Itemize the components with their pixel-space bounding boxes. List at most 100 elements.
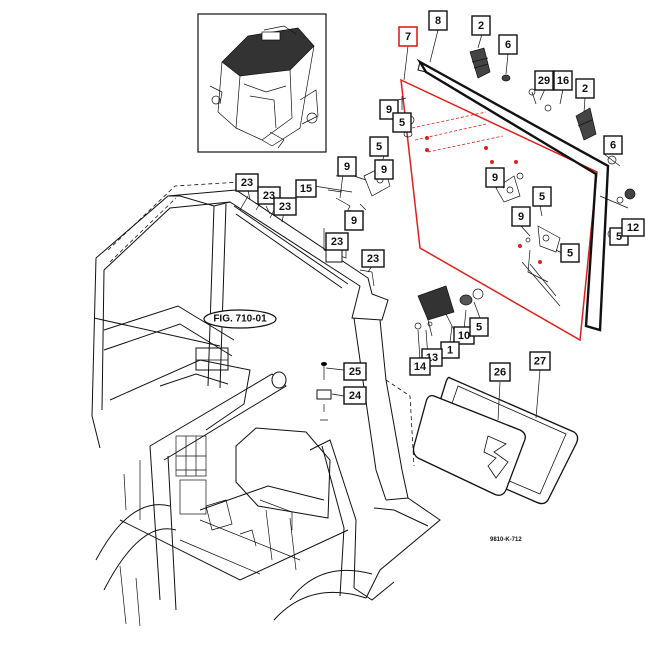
callout-box xyxy=(337,156,357,177)
callout-box xyxy=(553,70,573,91)
callout-part-27[interactable]: 27 xyxy=(529,351,551,371)
cab-frame xyxy=(91,181,441,627)
callout-label: 5 xyxy=(399,117,405,129)
callout-part-1[interactable]: 1 xyxy=(440,341,460,359)
callout-part-12[interactable]: 12 xyxy=(621,218,645,237)
callout-box xyxy=(428,10,448,31)
rear-glass-panel-highlight xyxy=(400,78,598,342)
callout-box xyxy=(369,136,389,157)
callout-label: 15 xyxy=(300,183,312,195)
callout-part-6[interactable]: 6 xyxy=(603,135,623,155)
callout-box xyxy=(392,112,412,133)
callout-box xyxy=(534,70,554,91)
drawing-code: 9810-K-712 xyxy=(490,537,522,543)
callout-label: 23 xyxy=(367,253,379,265)
callout-label: 9 xyxy=(351,215,357,227)
callout-part-23[interactable]: 23 xyxy=(235,173,259,192)
callout-part-23[interactable]: 23 xyxy=(325,232,349,251)
callout-part-23[interactable]: 23 xyxy=(361,249,385,268)
callout-box xyxy=(398,26,418,47)
callout-box xyxy=(529,351,551,371)
callout-box xyxy=(295,179,317,198)
callout-box xyxy=(469,317,489,337)
callout-label: 29 xyxy=(538,75,550,87)
callout-box xyxy=(489,362,511,382)
callout-box xyxy=(485,167,505,188)
callout-label: 23 xyxy=(279,201,291,213)
callout-part-26[interactable]: 26 xyxy=(489,362,511,382)
callout-label: 25 xyxy=(349,366,361,378)
callout-box xyxy=(343,362,367,381)
callout-label: 5 xyxy=(616,231,622,243)
callout-label: 10 xyxy=(458,330,470,342)
callout-part-23[interactable]: 23 xyxy=(273,197,297,216)
hinge-hardware xyxy=(313,47,636,337)
callout-label: 26 xyxy=(494,367,506,379)
callout-label: 7 xyxy=(405,31,411,43)
callout-label: 23 xyxy=(263,190,275,202)
callout-label: 9 xyxy=(386,104,392,116)
inset-overview xyxy=(197,13,327,153)
callout-part-9[interactable]: 9 xyxy=(337,156,357,177)
callout-label: 5 xyxy=(539,191,545,203)
callout-part-25[interactable]: 25 xyxy=(343,362,367,381)
callout-box xyxy=(511,206,531,227)
callout-label: 9 xyxy=(344,161,350,173)
callout-part-24[interactable]: 24 xyxy=(343,386,367,405)
callout-label: 5 xyxy=(476,322,482,334)
callout-part-29[interactable]: 29 xyxy=(534,70,554,91)
callout-part-5[interactable]: 5 xyxy=(469,317,489,337)
callout-label: 9 xyxy=(492,172,498,184)
callout-label: 9 xyxy=(381,164,387,176)
callout-box xyxy=(471,15,491,36)
callout-box xyxy=(273,197,297,216)
callout-part-7[interactable]: 7 xyxy=(398,26,418,47)
callout-label: 2 xyxy=(582,83,588,95)
callout-label: 6 xyxy=(505,39,511,51)
callout-part-9[interactable]: 9 xyxy=(511,206,531,227)
callout-box xyxy=(325,232,349,251)
callout-box xyxy=(603,135,623,155)
callout-label: 12 xyxy=(627,222,639,234)
callout-part-9[interactable]: 9 xyxy=(344,210,364,231)
window-glass-26-27 xyxy=(412,376,579,505)
callout-label: 2 xyxy=(478,20,484,32)
callout-box xyxy=(361,249,385,268)
callout-label: 1 xyxy=(447,345,453,357)
callout-part-9[interactable]: 9 xyxy=(485,167,505,188)
callout-label: 23 xyxy=(241,177,253,189)
callout-part-5[interactable]: 5 xyxy=(369,136,389,157)
drawing-code-label: 9810-K-712 xyxy=(490,537,522,543)
callout-label: 6 xyxy=(610,140,616,152)
callout-part-14[interactable]: 14 xyxy=(409,357,431,376)
callout-box xyxy=(498,34,518,55)
callout-part-2[interactable]: 2 xyxy=(575,78,595,99)
callout-label: 24 xyxy=(349,390,362,402)
callout-part-6[interactable]: 6 xyxy=(498,34,518,55)
callout-label: 5 xyxy=(567,248,573,260)
callout-label: 14 xyxy=(414,361,427,373)
callout-part-15[interactable]: 15 xyxy=(295,179,317,198)
callout-box xyxy=(374,159,394,180)
callout-label: 27 xyxy=(534,356,546,368)
callout-label: 16 xyxy=(557,75,569,87)
callout-label: 8 xyxy=(435,15,441,27)
callout-part-5[interactable]: 5 xyxy=(532,186,552,207)
callout-part-5[interactable]: 5 xyxy=(392,112,412,133)
callout-box xyxy=(343,386,367,405)
callout-box xyxy=(235,173,259,192)
callout-box xyxy=(344,210,364,231)
figure-reference-label: FIG. 710-01 xyxy=(213,314,267,325)
callout-box xyxy=(532,186,552,207)
callout-part-9[interactable]: 9 xyxy=(374,159,394,180)
callout-box xyxy=(560,243,580,263)
callout-label: 9 xyxy=(518,211,524,223)
callout-part-8[interactable]: 8 xyxy=(428,10,448,31)
callout-part-2[interactable]: 2 xyxy=(471,15,491,36)
callout-part-5[interactable]: 5 xyxy=(560,243,580,263)
figure-reference-callout[interactable]: FIG. 710-01 xyxy=(203,309,277,329)
callout-label: 23 xyxy=(331,236,343,248)
callout-part-16[interactable]: 16 xyxy=(553,70,573,91)
